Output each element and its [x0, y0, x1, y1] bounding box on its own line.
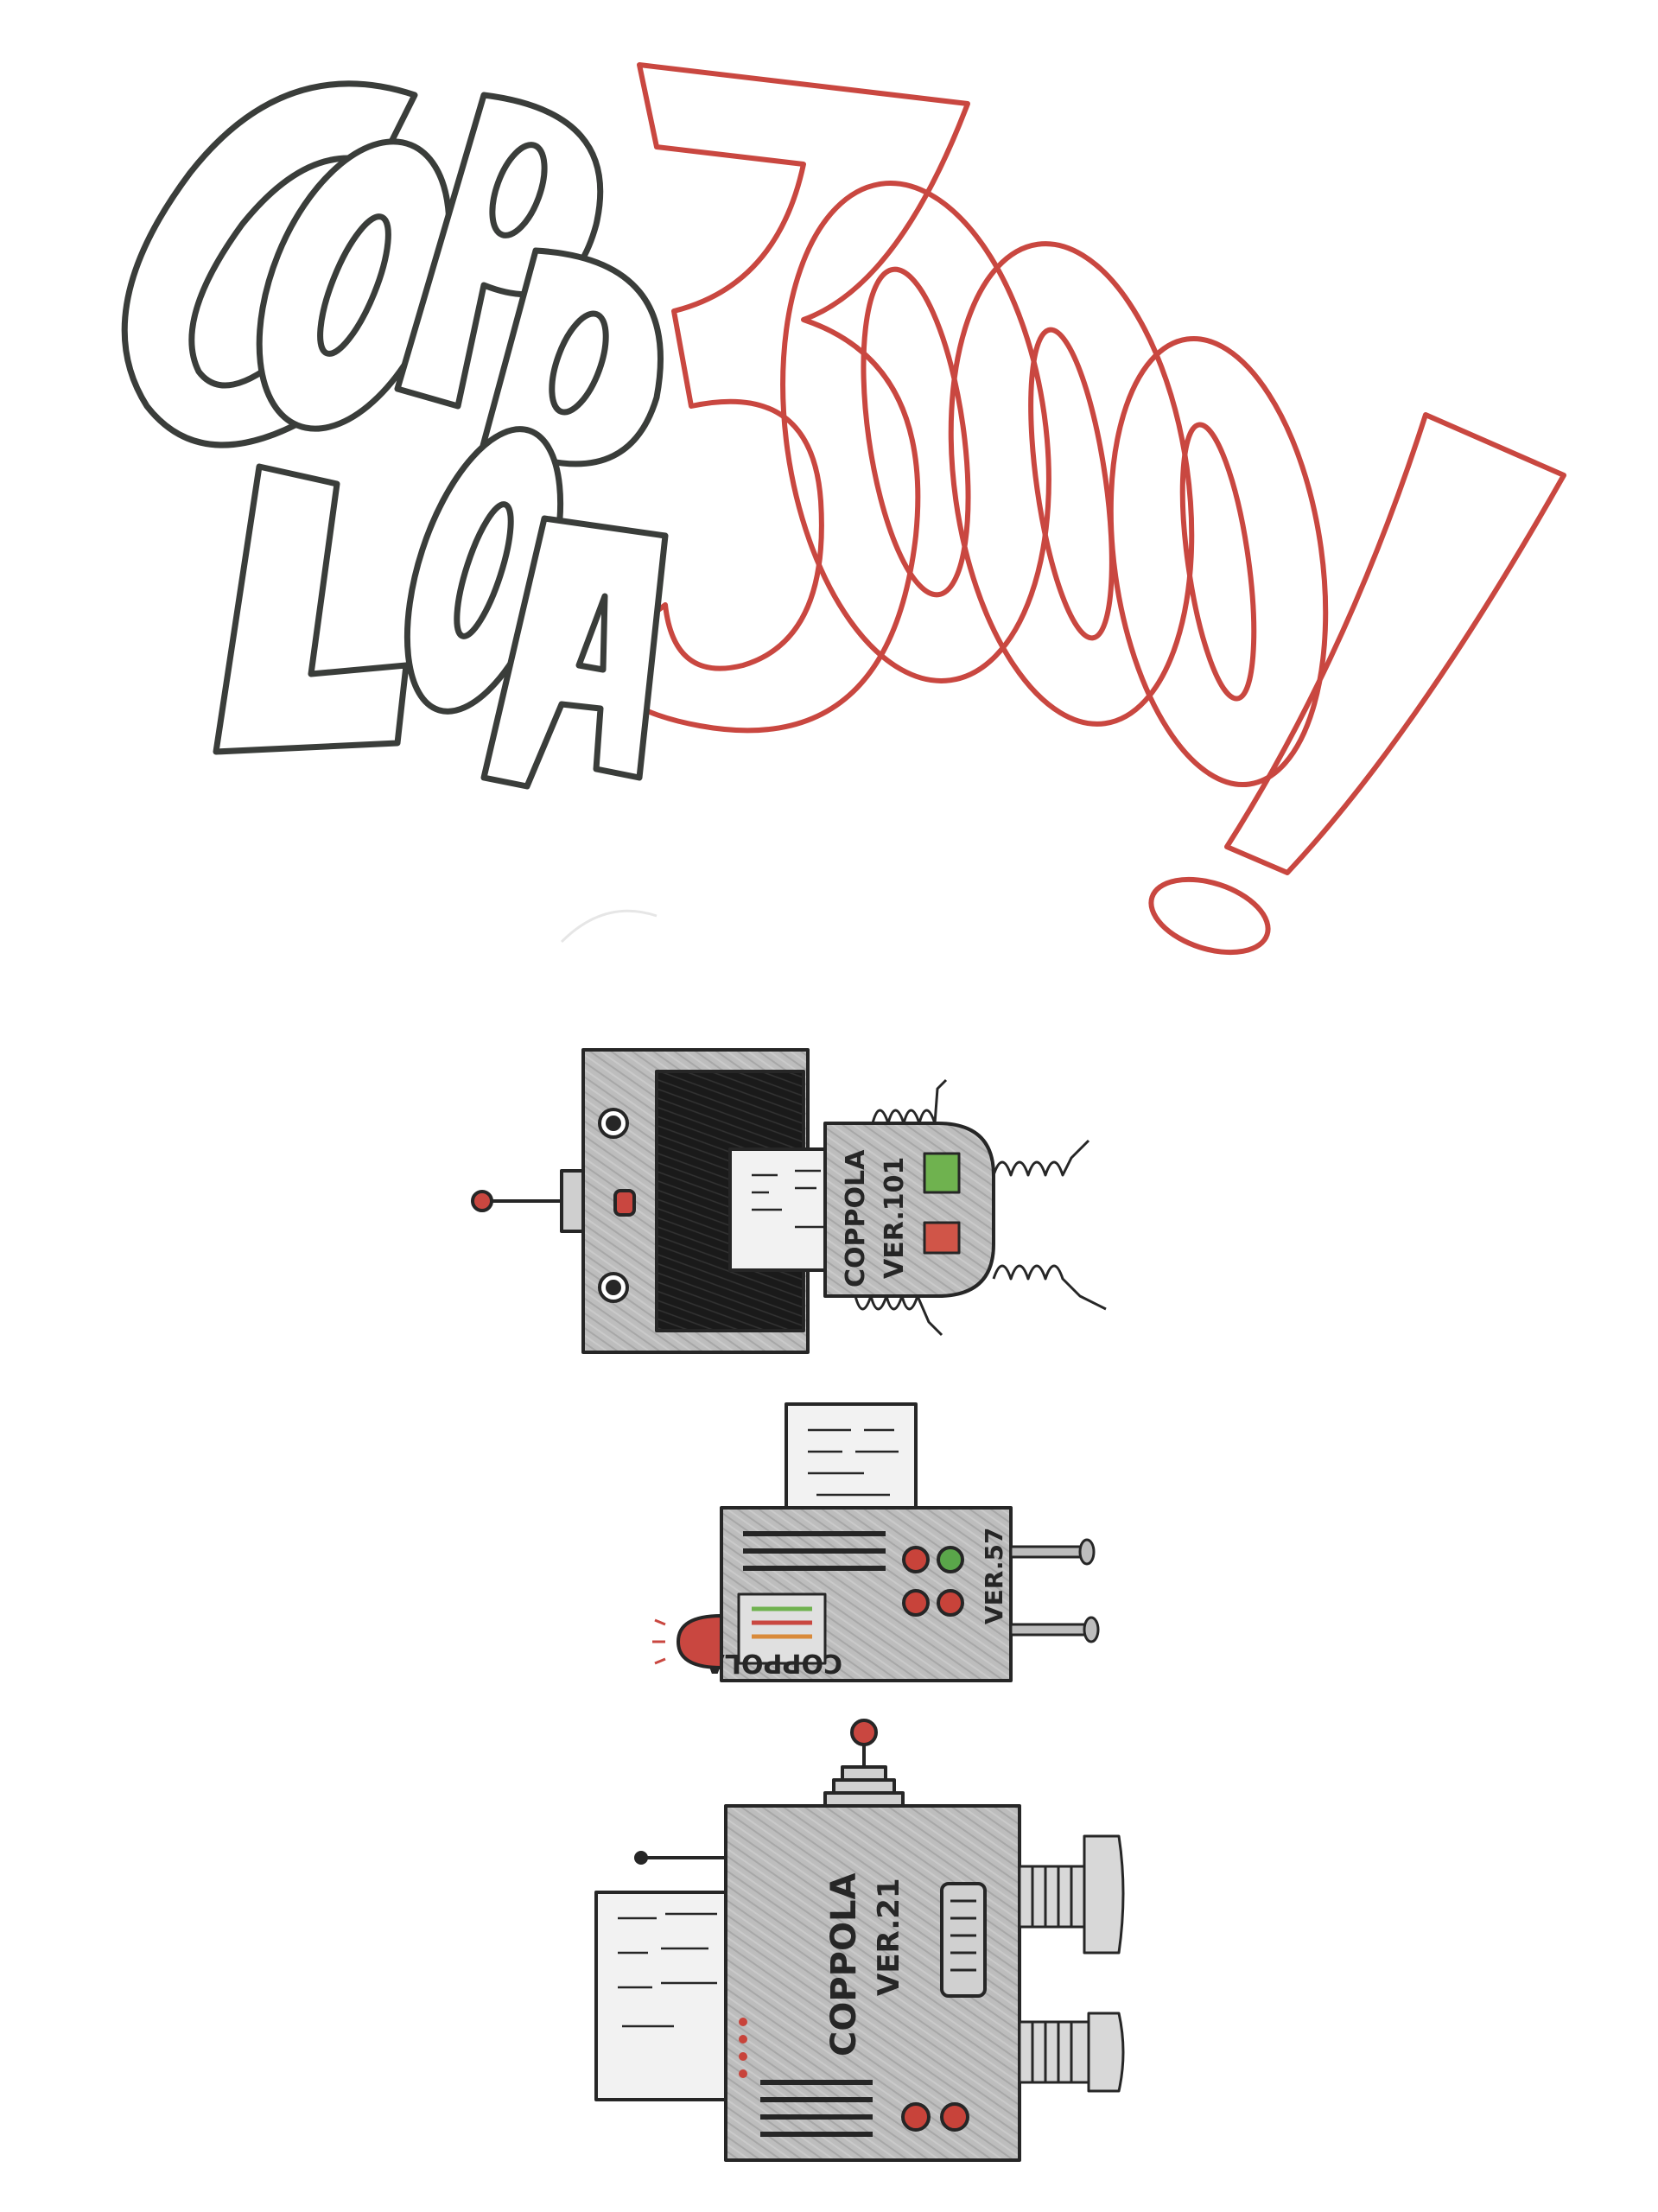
robot-brand-label: COPPOLA	[824, 1873, 864, 2056]
button-red	[901, 2102, 931, 2132]
title-number-3000	[594, 62, 1566, 956]
robot-ver57: VER.57 COPPOLA	[652, 1402, 1100, 1682]
button-red	[902, 1589, 930, 1617]
status-light-green	[923, 1152, 961, 1194]
button-red	[902, 1546, 930, 1573]
button-red	[940, 2102, 969, 2132]
robot-version-label: VER.57	[980, 1528, 1008, 1624]
paper-sheet	[785, 1402, 918, 1527]
sketch-mark	[560, 909, 657, 944]
robot-legs	[1018, 1834, 1125, 2093]
antenna-light	[471, 1190, 493, 1212]
spring-arms	[854, 1078, 1107, 1337]
robot-brand-label: COPPOLA	[704, 1648, 842, 1678]
title-word-coppola	[121, 80, 669, 790]
robot-ver101: COPPOLA VER.101	[471, 1048, 1107, 1354]
antenna-light	[850, 1719, 878, 1746]
title-logo	[121, 62, 1566, 956]
robot-brand-label: COPPOLA	[841, 1149, 871, 1287]
button-green	[937, 1546, 964, 1573]
status-light-red	[923, 1221, 961, 1255]
dome-light	[677, 1614, 723, 1669]
vent-grille	[940, 1882, 987, 1998]
robot-ver21: COPPOLA VER.21	[594, 1719, 1125, 2162]
display-panel	[737, 1592, 827, 1665]
robot-version-label: VER.21	[872, 1878, 906, 1996]
button-red	[937, 1589, 964, 1617]
robot-version-label: VER.101	[880, 1157, 910, 1279]
